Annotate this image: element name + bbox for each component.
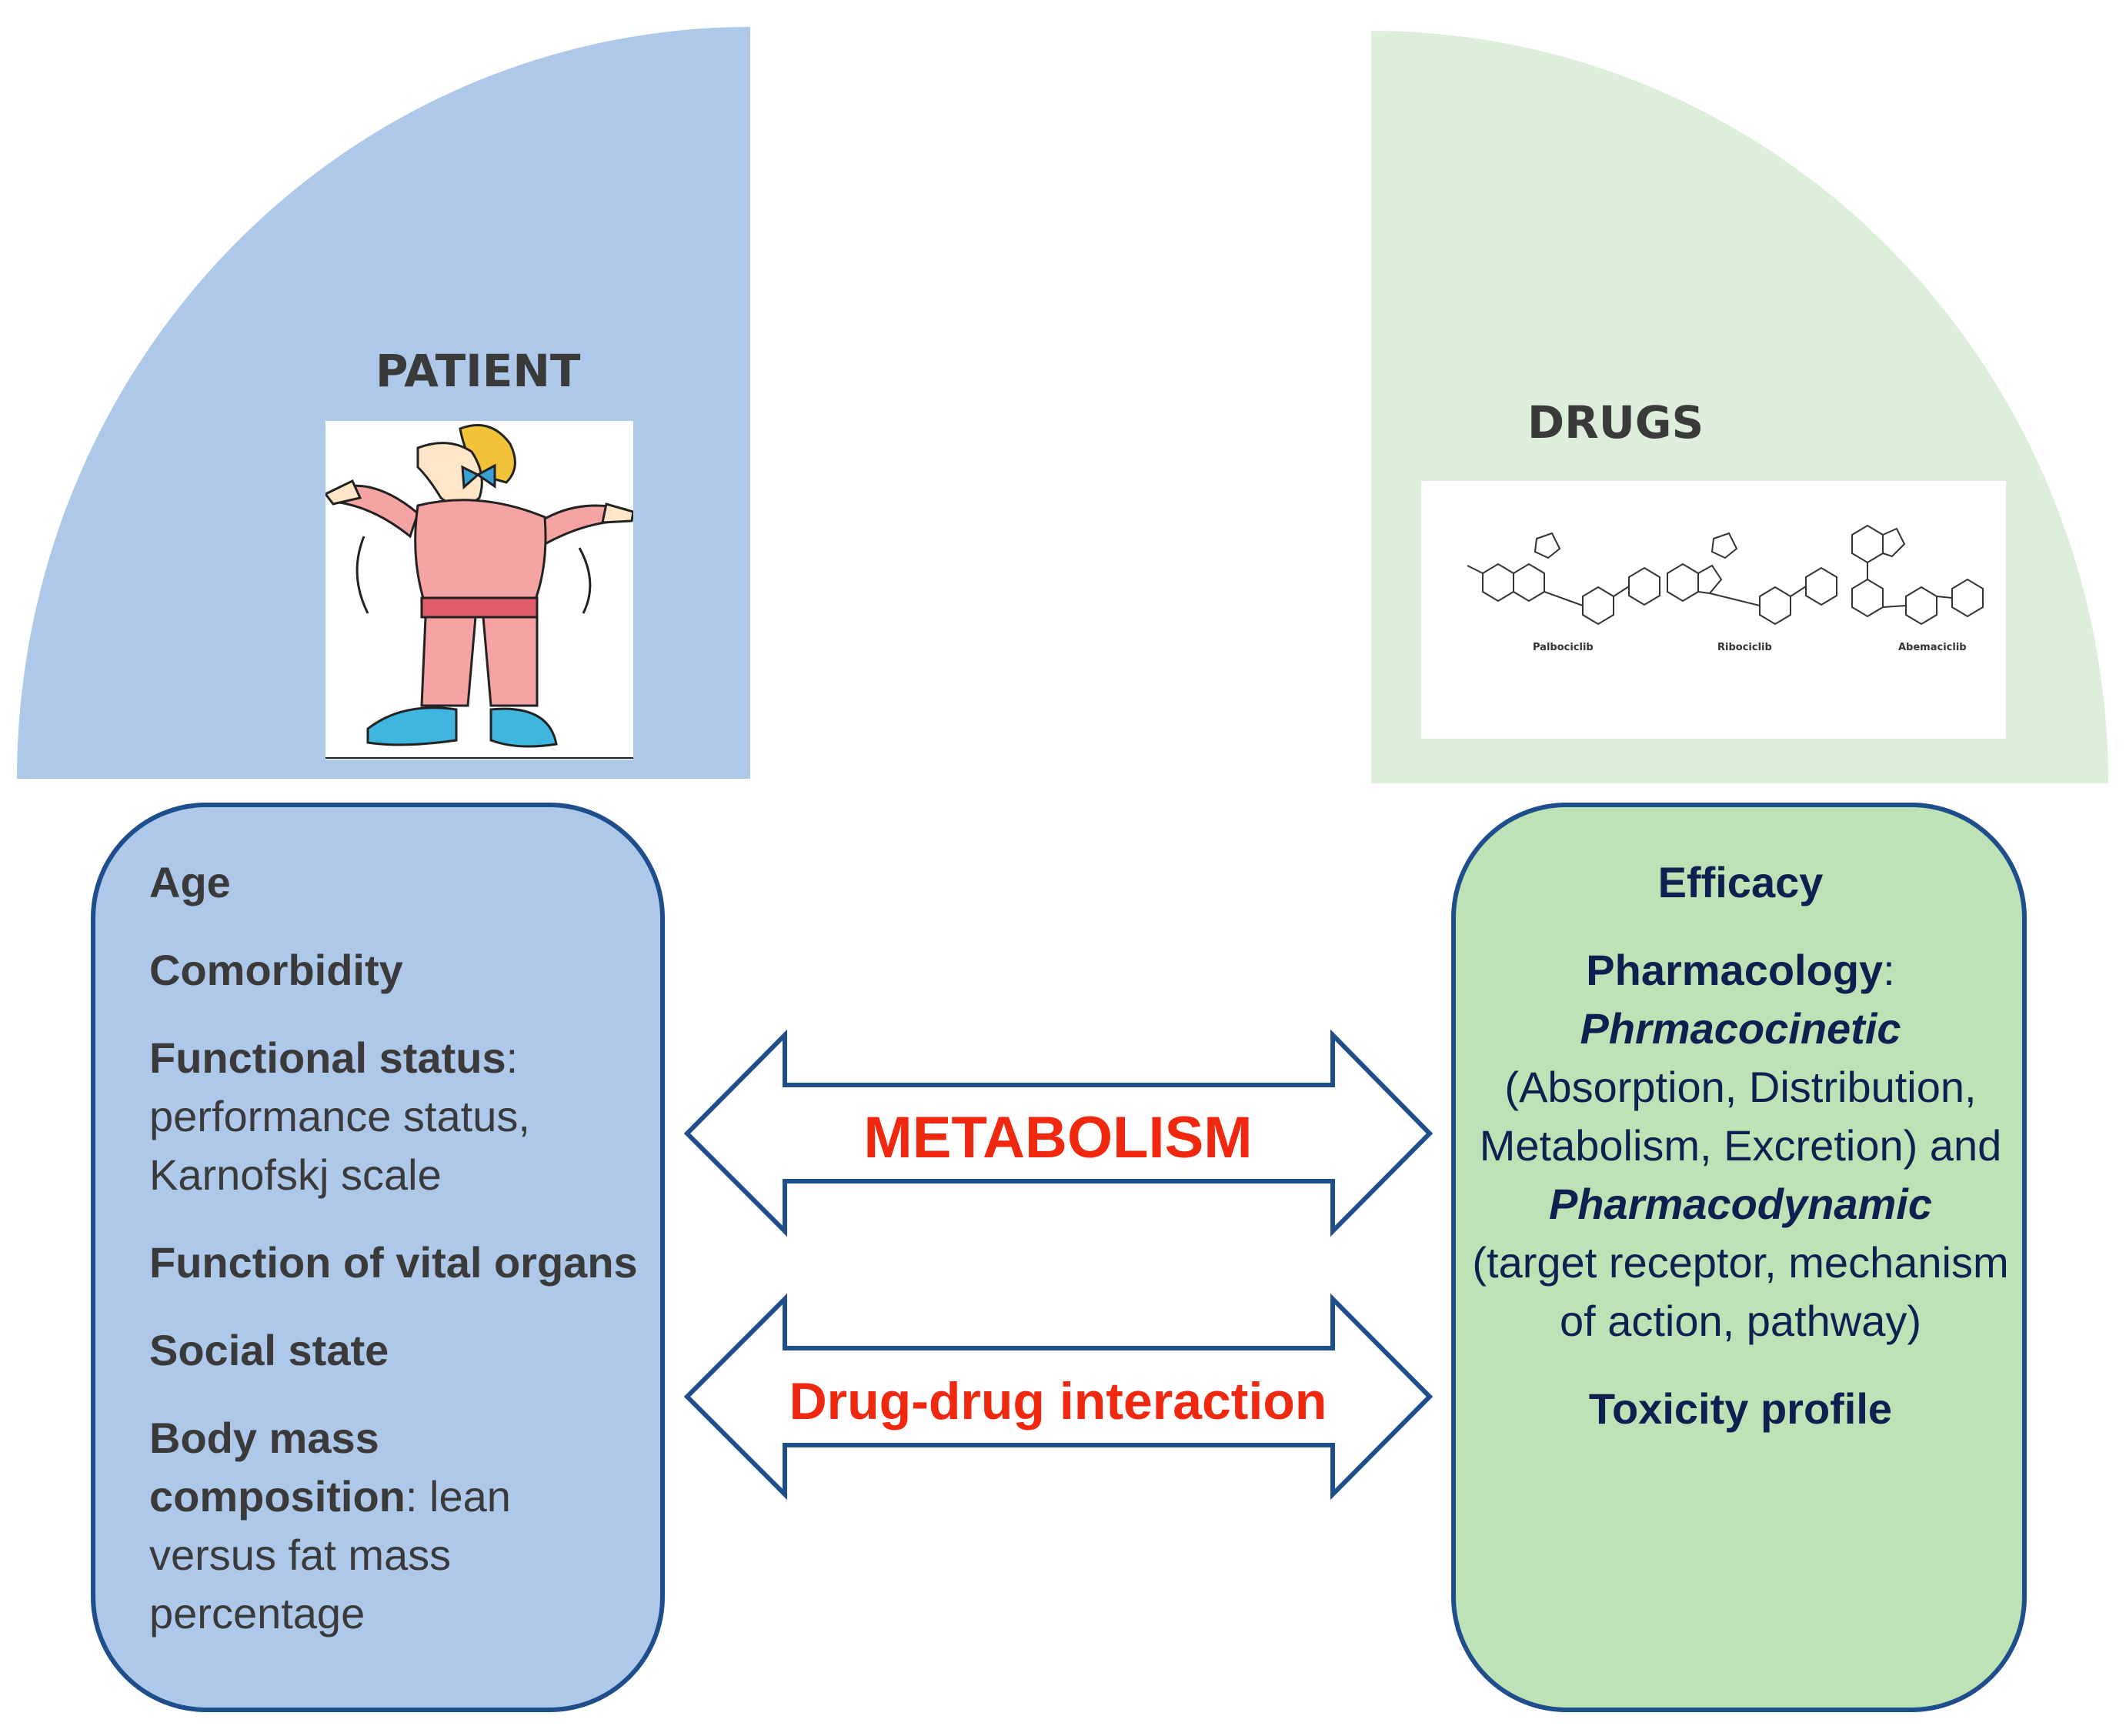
- palbociclib-label: Palbociclib: [1533, 642, 1594, 653]
- metabolism-label: METABOLISM: [863, 1105, 1253, 1170]
- patient-factor-functional-status: Functional status: performance status, K…: [149, 1033, 530, 1199]
- drug-structures-image: Palbociclib Ribociclib Abemaciclib: [1421, 481, 2006, 739]
- metabolism-double-arrow: [683, 1029, 1433, 1237]
- patient-title: PATIENT: [375, 345, 581, 397]
- drug-factors-list: Efficacy Pharmacology: Phrmacocinetic (A…: [1471, 853, 2010, 1467]
- drug-factor-efficacy: Efficacy: [1657, 858, 1824, 906]
- patient-cartoon-icon: [323, 424, 635, 759]
- patient-factor-body-mass: Body mass composition: lean versus fat m…: [149, 1414, 511, 1638]
- patient-factor-vital-organs: Function of vital organs: [149, 1238, 638, 1287]
- patient-image: [323, 421, 635, 760]
- patient-factors-list: Age Comorbidity Functional status: perfo…: [149, 853, 642, 1672]
- chemical-structures-icon: Palbociclib Ribociclib Abemaciclib: [1467, 524, 1984, 653]
- patient-factor-age: Age: [149, 858, 231, 906]
- ribociclib-label: Ribociclib: [1717, 642, 1772, 653]
- drug-factors-box: Efficacy Pharmacology: Phrmacocinetic (A…: [1451, 803, 2027, 1712]
- drugs-title: DRUGS: [1527, 396, 1704, 449]
- drug-drug-interaction-label: Drug-drug interaction: [789, 1372, 1327, 1431]
- patient-factors-box: Age Comorbidity Functional status: perfo…: [91, 803, 665, 1712]
- abemaciclib-label: Abemaciclib: [1898, 642, 1967, 653]
- ddi-double-arrow: [683, 1293, 1433, 1501]
- patient-factor-social-state: Social state: [149, 1326, 389, 1374]
- drug-factor-toxicity: Toxicity profile: [1588, 1384, 1893, 1433]
- drug-factor-pharmacology: Pharmacology: Phrmacocinetic (Absorption…: [1472, 946, 2009, 1345]
- patient-factor-comorbidity: Comorbidity: [149, 946, 403, 994]
